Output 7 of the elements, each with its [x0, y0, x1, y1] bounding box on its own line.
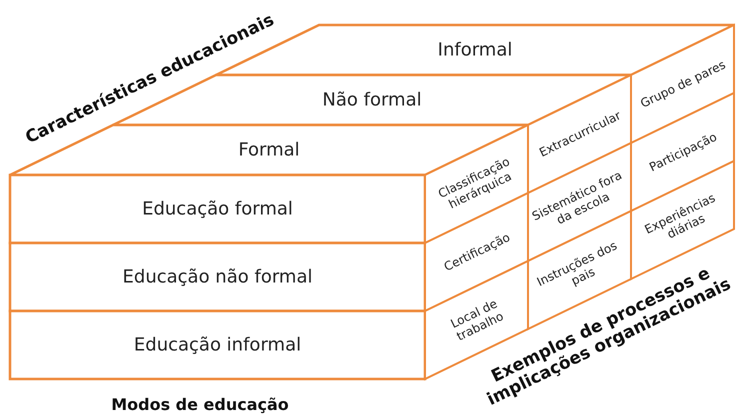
axis-label: Modos de educação — [110, 396, 290, 414]
band-text: Não formal — [321, 90, 423, 110]
band-text: Educação não formal — [122, 266, 314, 288]
band-text: Informal — [436, 40, 514, 60]
band-text: Formal — [237, 140, 301, 160]
band-text: Educação formal — [141, 198, 294, 220]
band-text: Educação informal — [132, 334, 302, 356]
